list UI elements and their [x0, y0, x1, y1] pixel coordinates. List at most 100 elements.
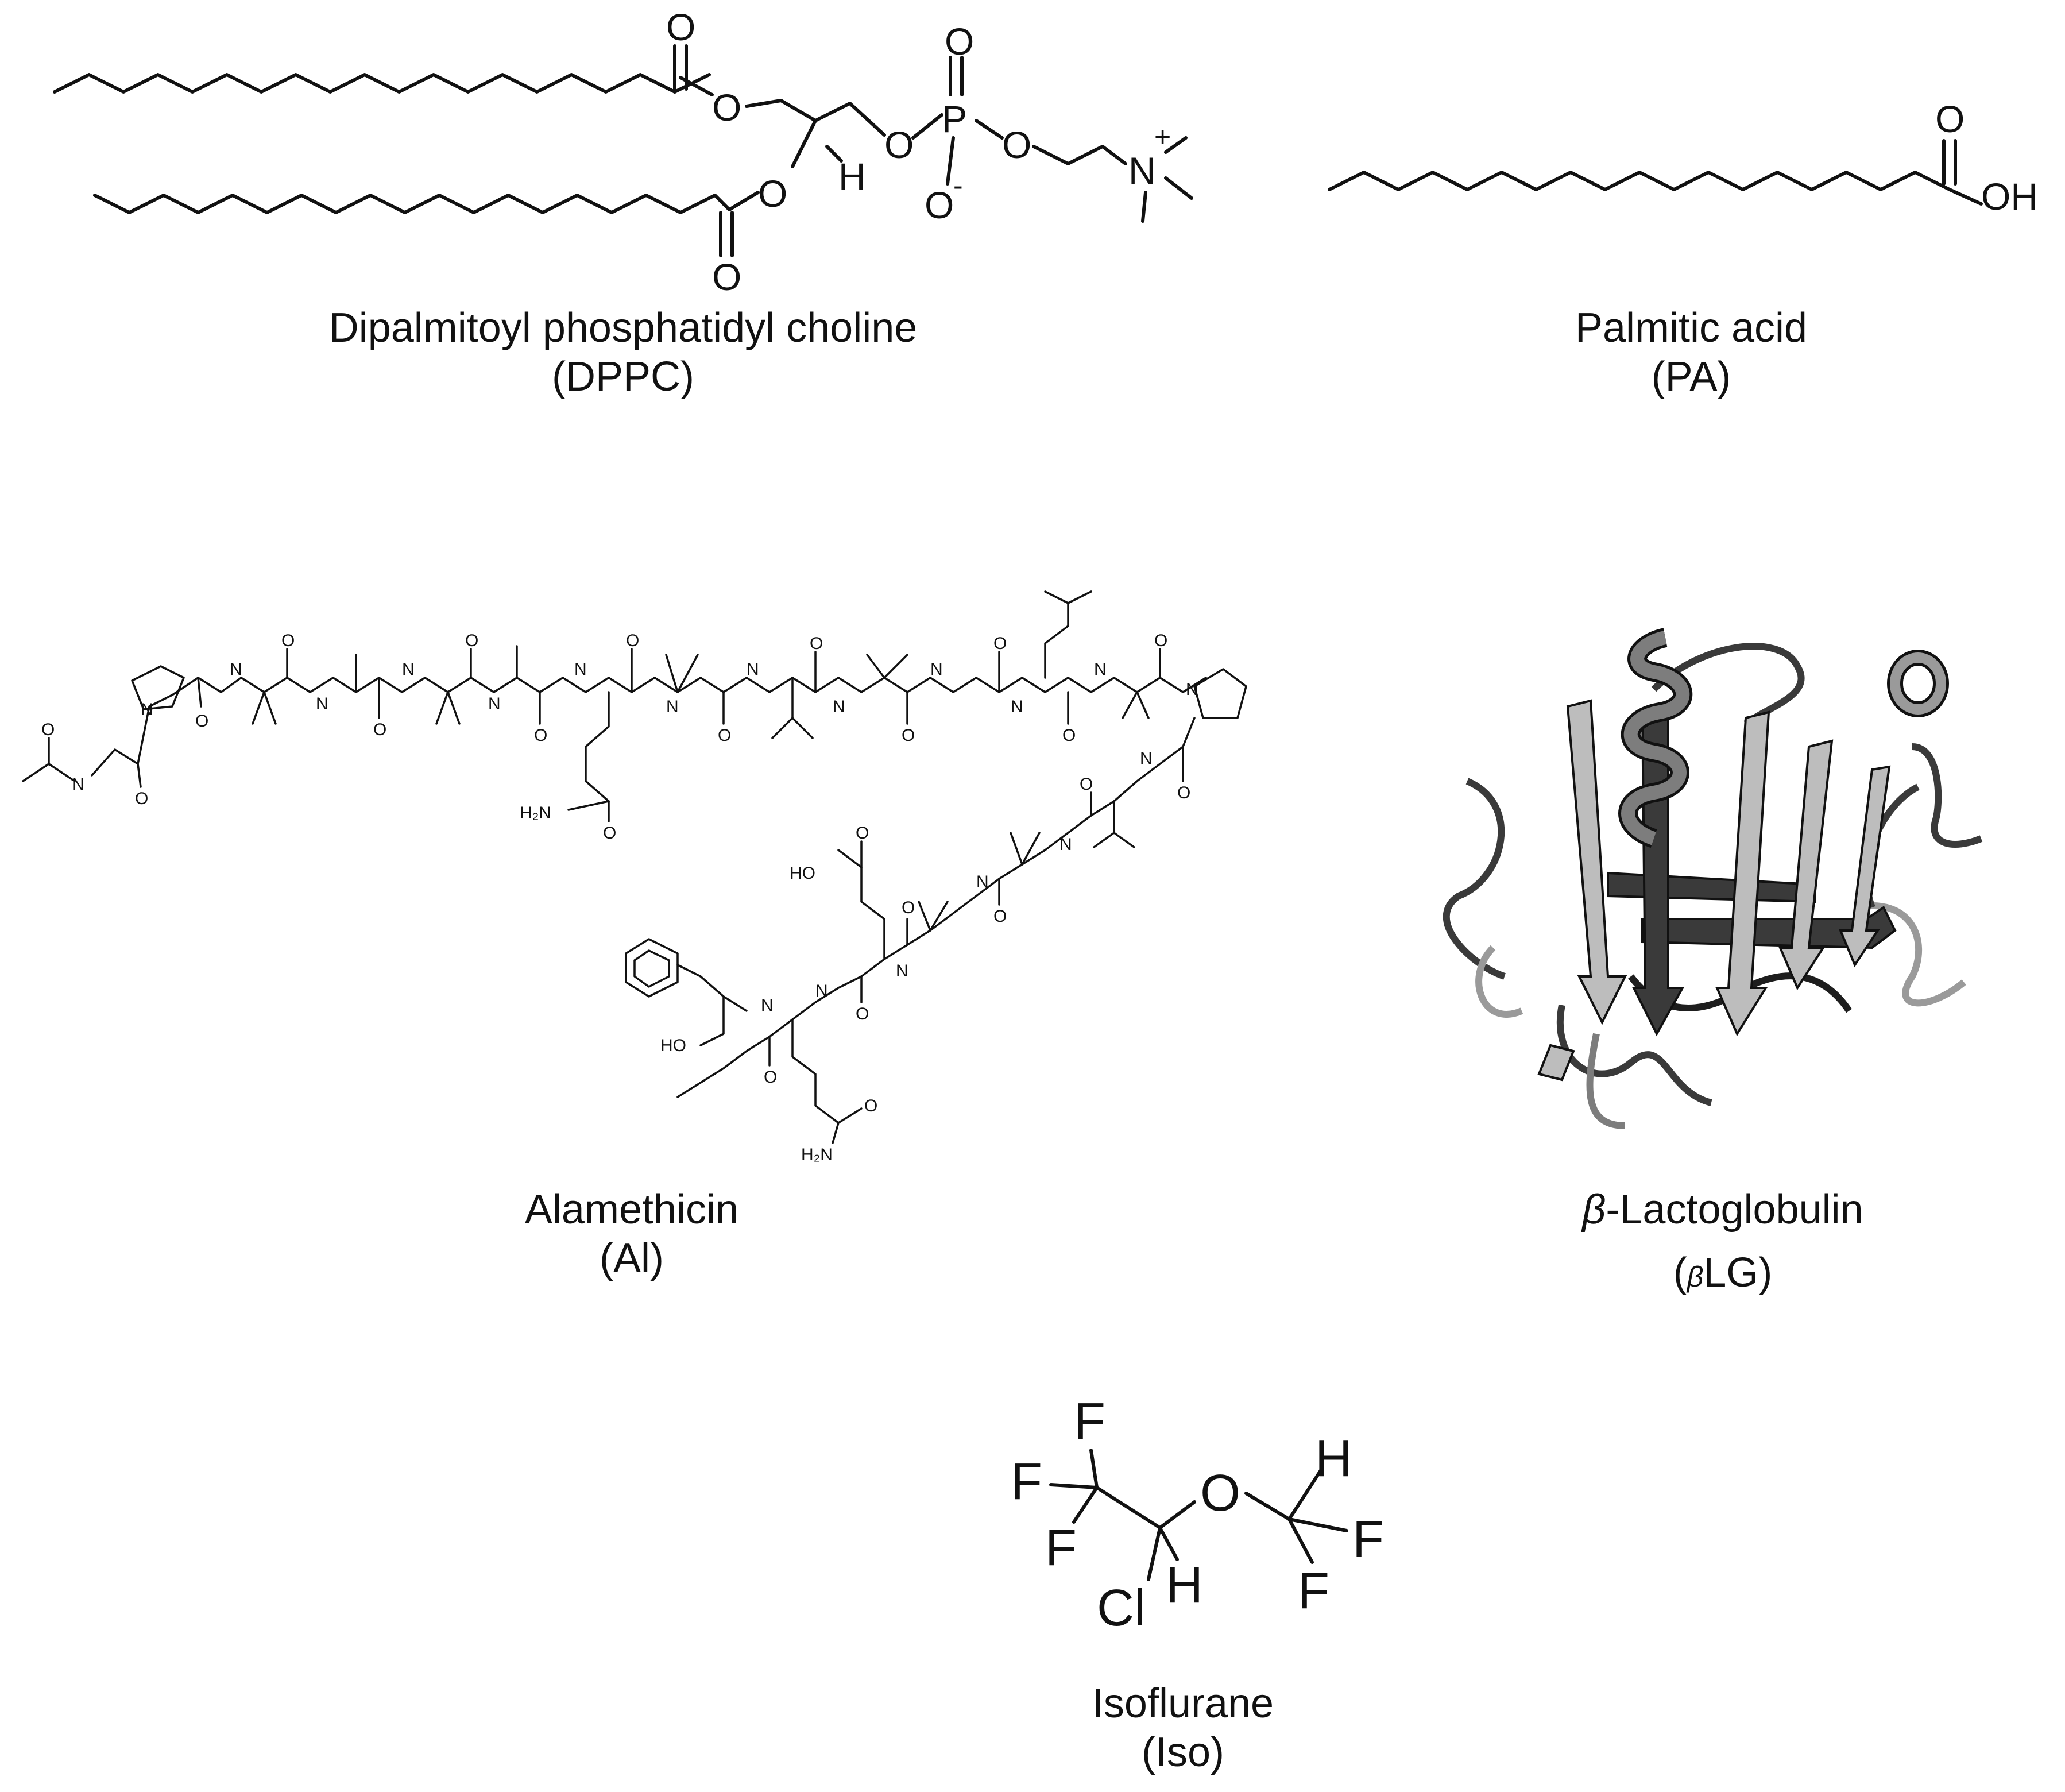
- al-me-2: [263, 691, 277, 725]
- dppc-glycerol-3: [848, 102, 886, 137]
- al-gln-side-1: [585, 691, 610, 802]
- al-o-15: O: [1154, 631, 1167, 650]
- al-o-20: O: [856, 824, 869, 843]
- blg-loop-8: [1651, 643, 1805, 727]
- blg-loop-2: [1475, 945, 1523, 1018]
- blg-loop-5: [1854, 902, 1966, 1007]
- iso-abbr: (Iso): [1142, 1729, 1224, 1775]
- dppc-ch-bond: [825, 145, 843, 163]
- dppc-name: Dipalmitoyl phosphatidyl choline: [329, 305, 918, 351]
- iso-cf-1: [1089, 1449, 1099, 1489]
- al-me-11: [1122, 691, 1138, 719]
- al-nh-5: N: [488, 694, 501, 713]
- iso-ch-1: [1287, 1469, 1322, 1521]
- al-abbr: (Al): [600, 1235, 664, 1281]
- blg-strand-3: [1715, 710, 1770, 1037]
- al-o-18: O: [993, 907, 1007, 926]
- blg-loop-1: [1443, 778, 1506, 980]
- al-nh-1: N: [72, 775, 84, 794]
- al-nh-14: N: [1059, 835, 1072, 854]
- al-o-12: O: [902, 726, 915, 745]
- pa-o-carbonyl: O: [1935, 98, 1965, 140]
- pa-chain: [1328, 171, 1951, 191]
- al-val-side-b: [791, 717, 814, 739]
- blg-name-rest: -Lactoglobulin: [1606, 1187, 1863, 1233]
- dppc-o-ester-1: O: [712, 86, 741, 129]
- iso-cf-2: [1049, 1483, 1099, 1489]
- al-nh-17: N: [815, 982, 828, 1001]
- al-me-9: [866, 654, 885, 679]
- dppc-methyl-1: [1164, 136, 1188, 154]
- iso-f-2: F: [1011, 1453, 1042, 1511]
- al-o-8: O: [603, 824, 616, 843]
- al-o-5: O: [373, 720, 386, 739]
- al-nh-6: N: [574, 660, 587, 679]
- al-nh-8: N: [747, 660, 759, 679]
- blg-name: β-Lactoglobulin: [1581, 1187, 1863, 1233]
- al-me-15: [918, 901, 931, 932]
- al-o-17: O: [1080, 775, 1093, 794]
- dppc-ester-1: [679, 76, 714, 96]
- blg-abbr-rest: LG): [1703, 1250, 1772, 1296]
- iso-f-4: F: [1352, 1511, 1384, 1568]
- al-o-6: O: [465, 631, 478, 650]
- pa-c-oh: [1948, 188, 1983, 206]
- al-o-2: O: [135, 789, 148, 808]
- al-leu-side-b: [1044, 590, 1069, 604]
- blg-abbr-greek: β: [1686, 1261, 1704, 1293]
- al-proline-1: [131, 665, 185, 710]
- iso-cc: [1095, 1486, 1162, 1530]
- dppc-op-bond: [911, 113, 943, 140]
- iso-name: Isoflurane: [1092, 1681, 1274, 1727]
- al-leu-side: [1044, 590, 1092, 679]
- iso-cf-4: [1287, 1517, 1348, 1532]
- al-h2n-1: H₂N: [520, 804, 551, 822]
- blg-strand-h1: [1607, 871, 1816, 903]
- dppc-glycerol-4: [791, 119, 817, 168]
- al-nh-16: N: [896, 961, 908, 980]
- dppc-abbr: (DPPC): [552, 354, 694, 400]
- al-co-2: [197, 677, 202, 708]
- al-o-9: O: [626, 631, 639, 650]
- al-phe-chain: [676, 964, 748, 1012]
- al-val2-side-b: [1113, 832, 1135, 848]
- al-o-11: O: [810, 634, 823, 653]
- al-gln-n-1: [567, 800, 610, 811]
- blg-strand-5: [1839, 765, 1891, 968]
- iso-structure: F F F O H F F Cl H: [1011, 1393, 1384, 1637]
- al-me-4: [435, 691, 449, 725]
- al-co-1: [137, 763, 142, 788]
- al-nh-2: N: [230, 660, 242, 679]
- iso-cf-3: [1072, 1486, 1099, 1524]
- al-name: Alamethicin: [525, 1187, 738, 1233]
- dppc-structure: O O O P O O - O N + H O O: [53, 6, 1193, 298]
- al-o-4: O: [281, 631, 295, 650]
- iso-ch-2: [1158, 1526, 1179, 1561]
- blg-strand-1: [1566, 699, 1627, 1025]
- iso-f-1: F: [1074, 1393, 1105, 1450]
- dppc-p-o-minus: [946, 136, 955, 186]
- al-gln-co-2: [837, 1107, 863, 1124]
- al-phe-oh-chain: [699, 995, 725, 1046]
- al-me-1: [252, 691, 265, 725]
- dppc-p-o-ester: [975, 119, 1004, 140]
- iso-ccl: [1147, 1526, 1162, 1581]
- iso-f-5: F: [1298, 1562, 1329, 1620]
- al-phenyl-ring: [625, 938, 679, 998]
- al-nh-11: N: [1011, 697, 1023, 716]
- iso-h-1: H: [1315, 1430, 1352, 1488]
- al-nh-7: N: [666, 697, 679, 716]
- blg-name-greek: β: [1581, 1187, 1606, 1233]
- al-val-side: [771, 677, 794, 739]
- blg-strand-4: [1778, 739, 1834, 991]
- blg-abbr-open: (: [1673, 1250, 1687, 1296]
- al-nh-15: N: [976, 872, 989, 891]
- al-h2n-2: H₂N: [801, 1145, 833, 1164]
- dppc-n: N: [1128, 149, 1156, 192]
- dppc-o-carbonyl-1: O: [666, 6, 695, 48]
- dppc-p: P: [942, 98, 967, 140]
- pa-name: Palmitic acid: [1575, 305, 1807, 351]
- dppc-o-minus: O: [925, 184, 954, 226]
